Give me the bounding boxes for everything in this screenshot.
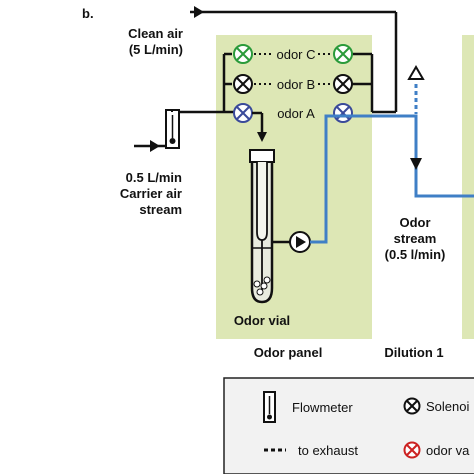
valve-a-left-icon xyxy=(233,103,253,123)
legend-flowmeter-label: Flowmeter xyxy=(292,400,353,415)
odor-vial-label: Odor vial xyxy=(234,313,290,328)
legend-odor-valve-icon xyxy=(403,441,421,459)
exhaust-arrow-icon xyxy=(407,65,425,80)
carrier-air-arrow-icon xyxy=(150,140,160,152)
legend-solenoid-label: Solenoi xyxy=(426,399,469,414)
odor-stream-dilution-line xyxy=(352,114,474,198)
odor-stream-line xyxy=(310,114,352,244)
dilution-title: Dilution 1 xyxy=(384,345,443,360)
legend-odor-valve-label: odor va xyxy=(426,443,470,458)
odor-stream-rate: (0.5 l/min) xyxy=(385,247,446,262)
panel-letter: b. xyxy=(82,6,94,21)
carrier-stream-label: stream xyxy=(139,202,182,217)
valve-b-right-icon xyxy=(333,74,353,94)
odor-c-label: odor C xyxy=(276,47,315,62)
carrier-air-label: Carrier air xyxy=(120,186,182,201)
clean-air-arrow-icon xyxy=(194,6,204,18)
to-vial-arrow-icon xyxy=(257,132,267,142)
next-panel-background xyxy=(462,35,474,339)
odor-stream-label: Odor xyxy=(399,215,430,230)
carrier-rate-label: 0.5 L/min xyxy=(126,170,182,185)
flowmeter-icon xyxy=(165,109,180,149)
odor-stream-arrow-icon xyxy=(410,158,422,170)
odor-stream-word: stream xyxy=(394,231,437,246)
legend-box xyxy=(223,377,474,474)
odor-a-label: odor A xyxy=(277,106,315,121)
clean-air-label: Clean air xyxy=(128,26,183,41)
odor-panel-title: Odor panel xyxy=(254,345,323,360)
legend-flowmeter-icon xyxy=(263,391,276,423)
legend-exhaust-label: to exhaust xyxy=(298,443,358,458)
valve-c-left-icon xyxy=(233,44,253,64)
valve-a-right-icon xyxy=(333,103,353,123)
valve-c-right-icon xyxy=(333,44,353,64)
legend-solenoid-icon xyxy=(403,397,421,415)
odor-vial-icon xyxy=(249,149,275,304)
clean-air-rate: (5 L/min) xyxy=(129,42,183,57)
pump-icon xyxy=(289,231,311,253)
valve-b-left-icon xyxy=(233,74,253,94)
odor-b-label: odor B xyxy=(277,77,315,92)
